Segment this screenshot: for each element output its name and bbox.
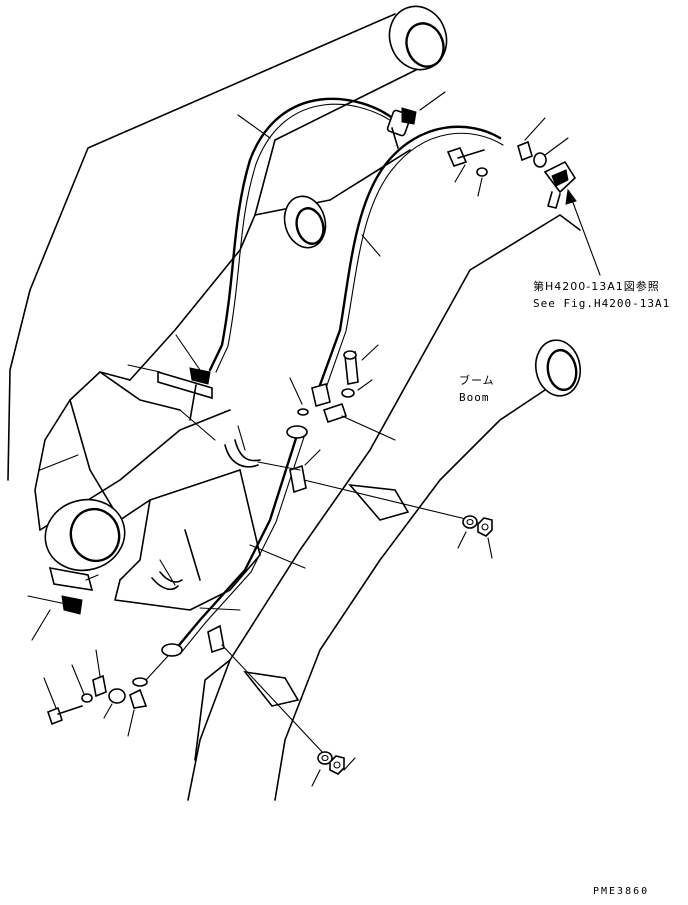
tube-clamp-1 <box>289 449 471 521</box>
tube-clamp-2 <box>207 624 326 756</box>
bottom-left-oring <box>127 655 169 737</box>
arm-top-pin <box>388 5 448 71</box>
hose-fitting-right <box>517 117 577 209</box>
arm-mid-boss <box>283 195 327 249</box>
bottom-left-clamp <box>92 649 107 698</box>
hook-clip-lower <box>151 559 183 591</box>
lower-left-fittings <box>27 566 99 641</box>
arm-structure <box>7 13 441 611</box>
hose-fitting-upper <box>386 91 446 149</box>
middle-hose <box>318 125 504 389</box>
reference-note-english: See Fig.H4200-13A1 <box>533 297 671 310</box>
hook-clip <box>224 425 301 471</box>
washer-nut-right <box>457 515 493 559</box>
leader-lines <box>127 114 381 611</box>
bottom-left-cap <box>103 688 126 719</box>
reference-arrow <box>565 188 601 276</box>
boom-label-english: Boom <box>459 391 490 404</box>
bottom-left-washer <box>71 664 93 703</box>
bolt-upper <box>446 147 488 197</box>
bottom-left-bolt <box>43 677 83 726</box>
drawing-code: PME3860 <box>593 886 650 897</box>
arm-bottom-pin <box>44 498 126 572</box>
clamp-upper-left <box>157 334 213 421</box>
bolt-middle <box>341 344 379 398</box>
boom-pin <box>534 339 582 397</box>
washer-nut-lower <box>311 751 356 787</box>
boom-structure <box>187 214 581 801</box>
reference-note-japanese: 第H4200-13A1図参照 <box>533 280 660 293</box>
boom-label-japanese: ブーム <box>459 374 495 387</box>
elbow-fitting <box>289 377 396 441</box>
steel-tube <box>161 425 308 657</box>
upper-hose <box>208 97 399 373</box>
